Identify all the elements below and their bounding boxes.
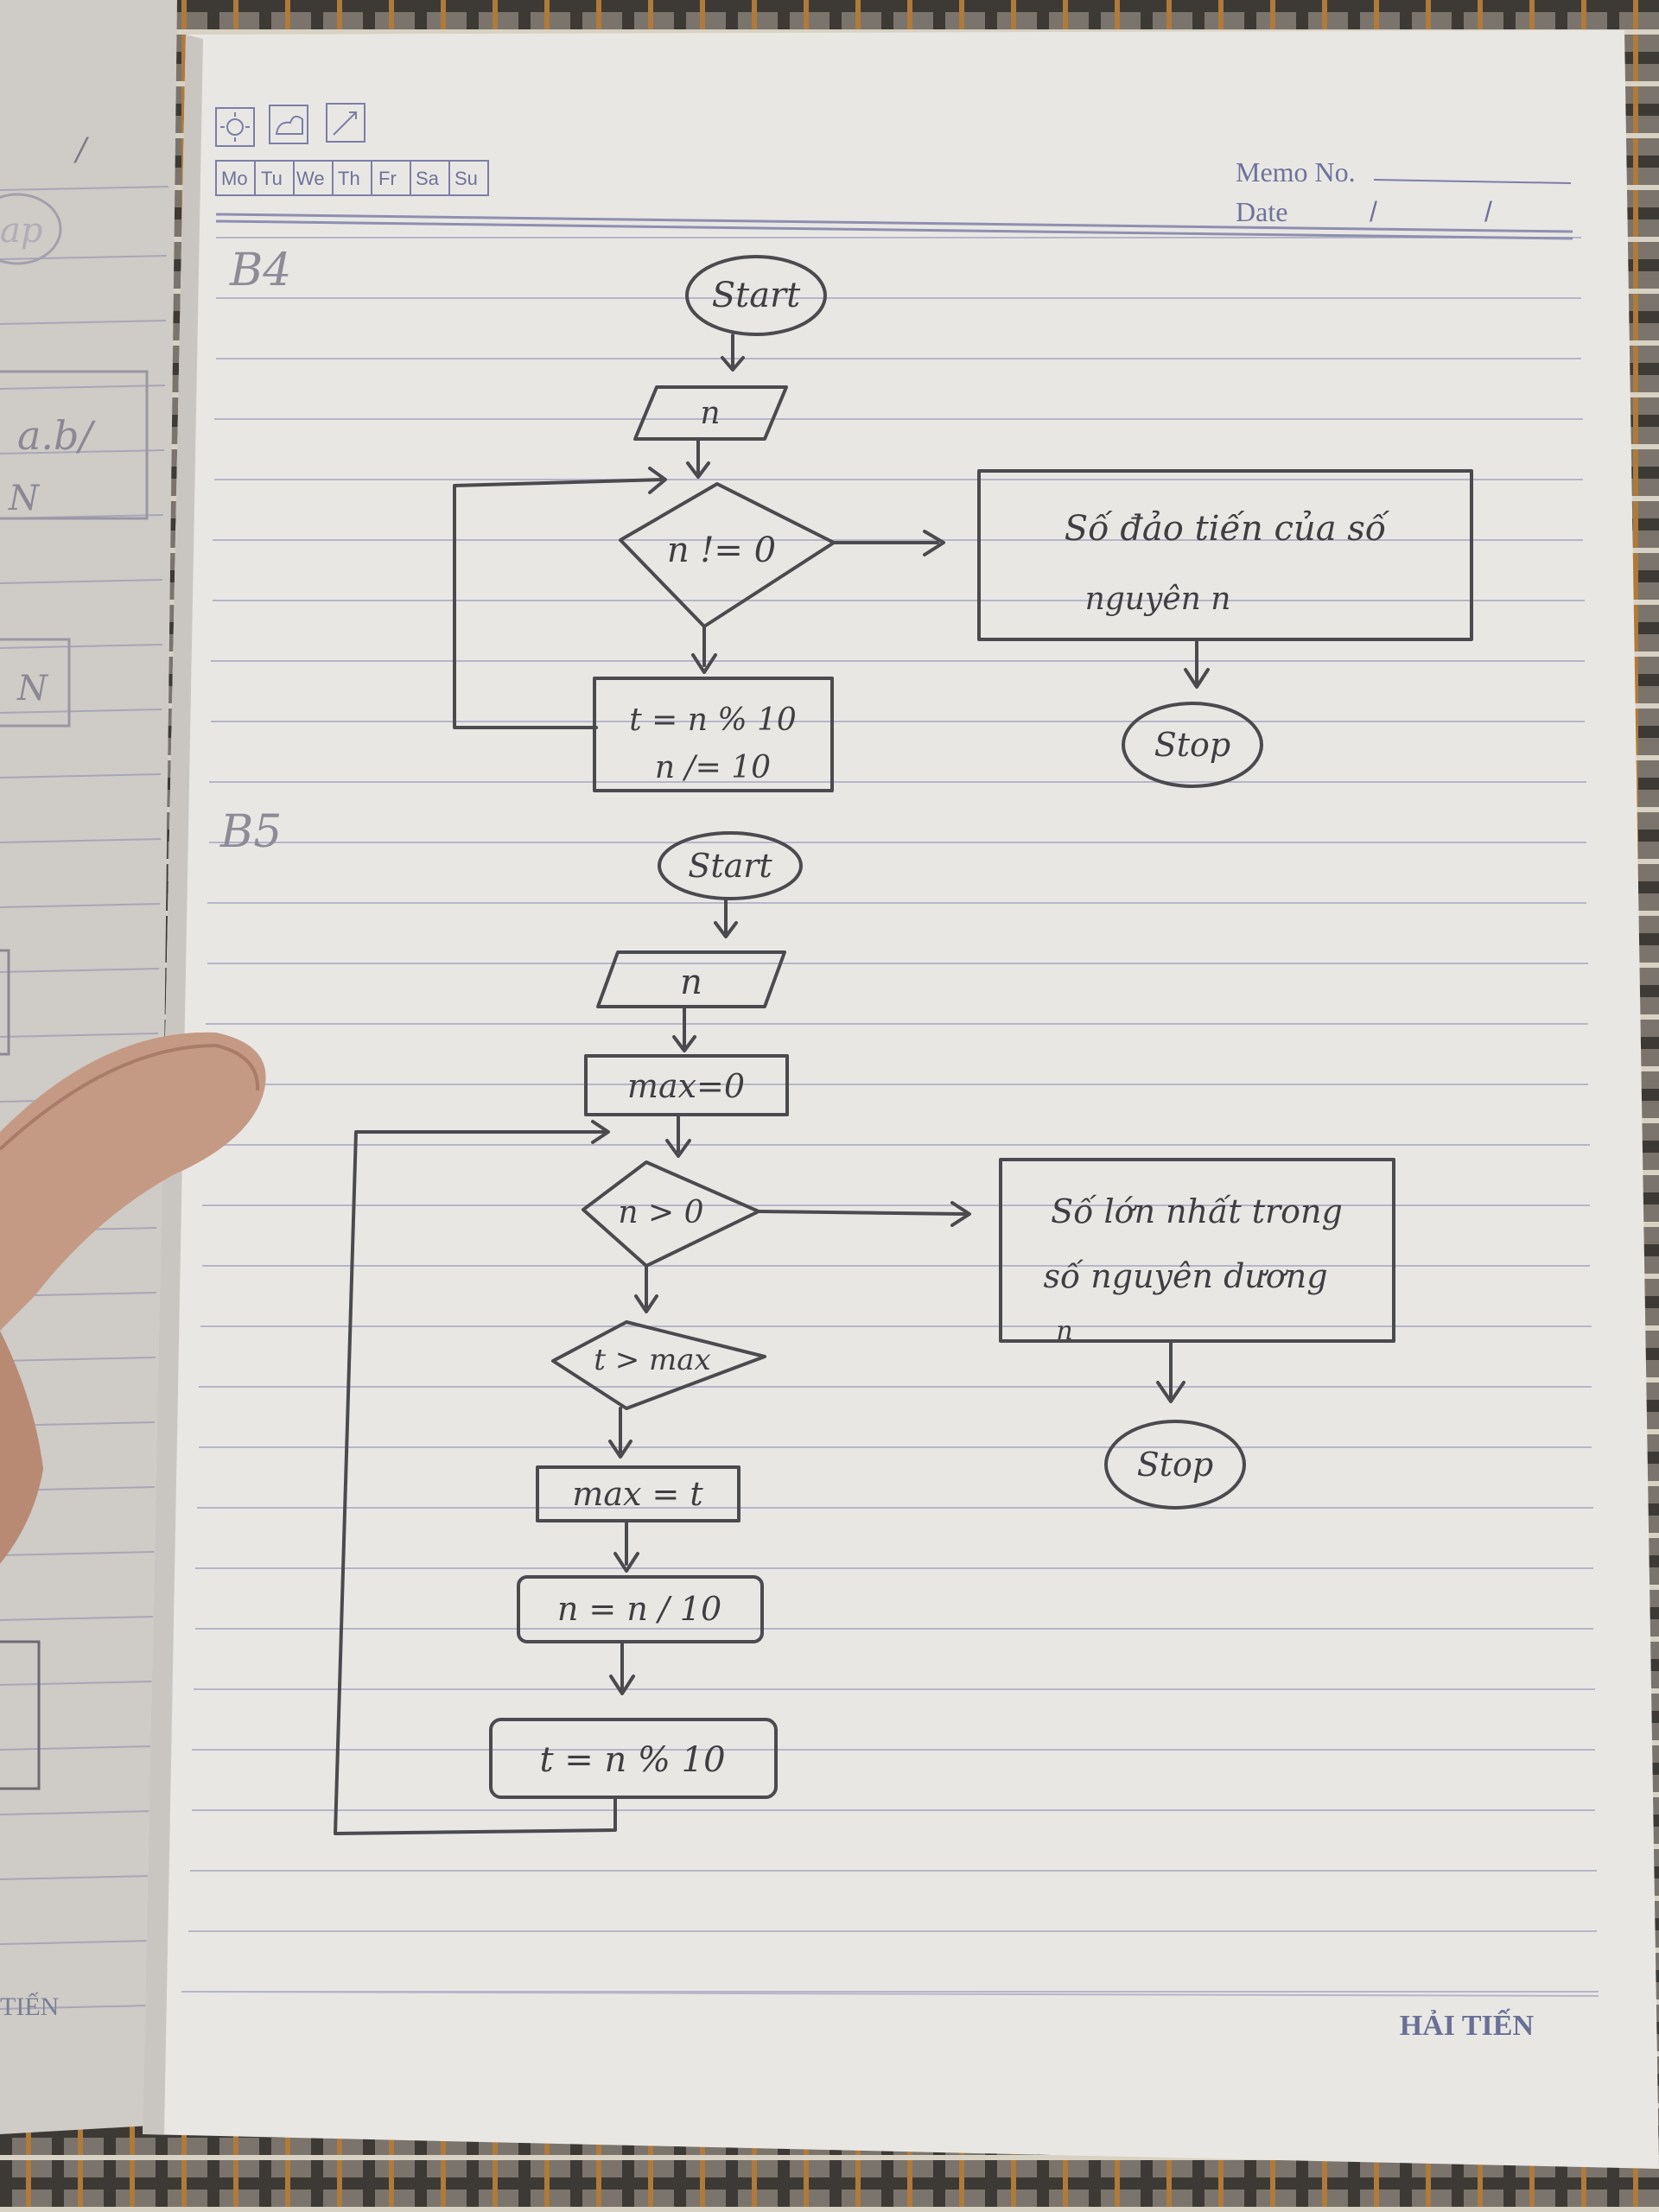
cloud-sun-icon [275, 115, 303, 135]
b5-flowchart [334, 831, 1395, 1835]
b5-compare-diamond [551, 1320, 766, 1410]
b5-assign-text: max = t [572, 1475, 703, 1513]
memo-label: Memo No. [1236, 156, 1356, 188]
b5-mod-text: t = n % 10 [539, 1740, 725, 1780]
date-label: Date [1236, 196, 1287, 227]
b4-section-label: B4 [229, 245, 291, 296]
b4-output-box [977, 469, 1473, 641]
b5-input-parallelogram [596, 950, 786, 1008]
b5-init-box [584, 1054, 789, 1116]
b4-output-line1: Số đảo tiến của số [1065, 509, 1390, 549]
header-double-rule [215, 213, 1573, 240]
b5-start-oval [658, 831, 803, 900]
b4-input-parallelogram [633, 385, 788, 441]
left-page-footer-brand: TIẾN [0, 1992, 59, 2021]
date-separator-2: / [1484, 196, 1492, 227]
b4-stop-oval [1122, 702, 1263, 788]
b4-output-line2: nguyên n [1085, 582, 1231, 617]
b5-start-text: Start [688, 847, 772, 885]
weekday-su: Su [454, 168, 478, 189]
main-page [143, 30, 1659, 2169]
left-page-text-1: / [73, 132, 90, 168]
weather-icons [215, 103, 365, 147]
b5-input-text: n [680, 963, 702, 1002]
b5-divide-text: n = n / 10 [557, 1590, 721, 1628]
weekday-we: We [296, 168, 325, 189]
b4-start-oval [685, 255, 827, 336]
b5-stop-text: Stop [1137, 1446, 1214, 1484]
b5-output-line1: Số lớn nhất trong [1051, 1192, 1343, 1230]
ruled-lines [188, 237, 1599, 1993]
b5-divide-box [517, 1575, 764, 1643]
b4-process-line2: n /= 10 [655, 750, 771, 785]
left-page-text-3: N [8, 479, 41, 518]
b4-process-line1: t = n % 10 [629, 702, 797, 738]
left-page-text-2: a.b/ [17, 412, 96, 459]
b5-section-label: B5 [219, 806, 282, 858]
b5-output-box [999, 1158, 1395, 1343]
rain-icon [333, 111, 357, 136]
b4-start-text: Start [712, 276, 801, 315]
left-page-text-5: ap [0, 211, 42, 251]
b4-flowchart [453, 255, 1473, 792]
b5-output-line3: n [1056, 1316, 1072, 1346]
b4-condition-text: n != 0 [667, 531, 776, 570]
weekday-th: Th [338, 168, 360, 189]
b5-stop-oval [1104, 1420, 1246, 1510]
weekday-mo: Mo [221, 168, 248, 189]
b4-loop-back [453, 478, 665, 729]
footer-brand: HẢI TIẾN [1400, 2008, 1535, 2042]
b5-assign-box [536, 1465, 741, 1522]
b4-input-text: n [700, 396, 720, 431]
sun-icon [220, 112, 250, 142]
b5-loop-back [334, 1130, 617, 1835]
left-page-text-4: N [16, 669, 49, 709]
b5-compare-text: t > max [594, 1343, 710, 1377]
b5-output-line2: số nguyên dương [1043, 1257, 1327, 1295]
b4-process-box [593, 677, 834, 792]
b4-stop-text: Stop [1154, 726, 1231, 764]
b5-mod-box [489, 1718, 778, 1799]
date-separator-1: / [1370, 196, 1377, 227]
finger [0, 1032, 266, 1564]
b5-condition-text: n > 0 [618, 1195, 703, 1230]
b5-init-text: max=0 [627, 1067, 745, 1105]
weekday-fr: Fr [378, 168, 397, 189]
weekday-sa: Sa [416, 168, 440, 189]
weekday-tu: Tu [261, 168, 283, 189]
weekday-boxes [215, 160, 489, 196]
